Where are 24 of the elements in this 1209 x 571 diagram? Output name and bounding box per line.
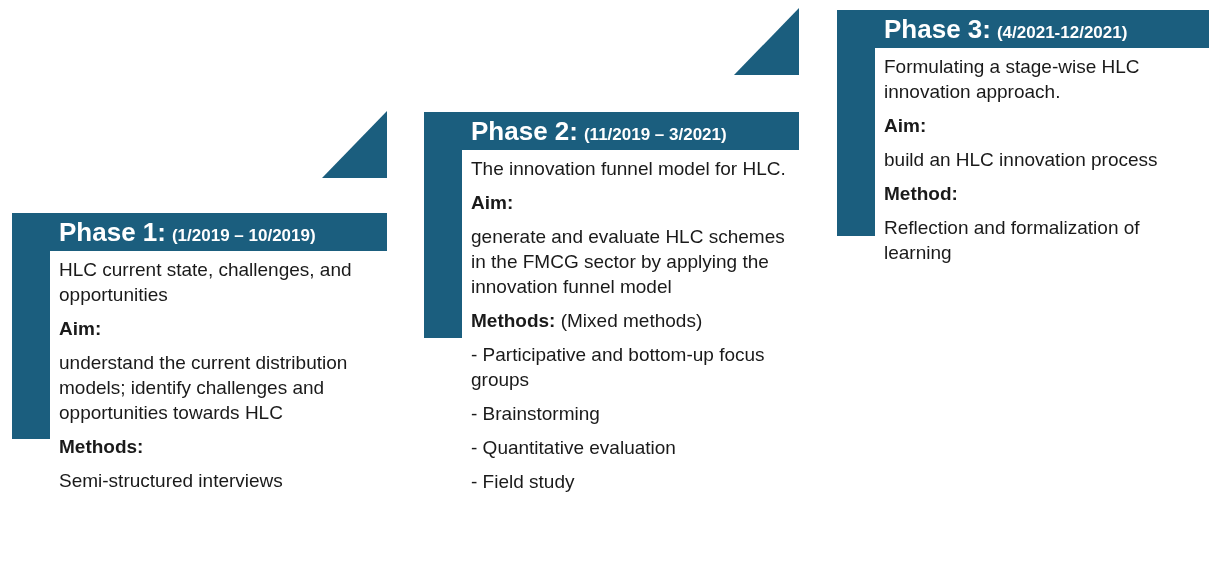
- section-text: Reflection and formalization of learning: [884, 216, 1141, 265]
- phase-dates: (4/2021-12/2021): [996, 22, 1128, 44]
- description-text: The innovation funnel model for HLC.: [471, 157, 787, 181]
- section-text: build an HLC innovation process: [884, 148, 1159, 172]
- phase-title: Phase 3:: [884, 13, 991, 46]
- section-text: generate and evaluate HLC schemes in the FMCG sector by applying the innovation funnel model: [471, 225, 786, 299]
- list-item: - Quantitative evaluation: [471, 436, 677, 460]
- section-heading: Methods: (Mixed methods): [471, 309, 704, 333]
- description-text: Formulating a stage-wise HLC innovation approach.: [884, 55, 1141, 104]
- section-heading: Aim:: [884, 114, 928, 138]
- phase-title: Phase 1:: [59, 216, 166, 249]
- section-text: understand the current distribution models; identify challenges and opportunities towards HLC: [59, 351, 349, 425]
- section-heading: Aim:: [471, 191, 515, 215]
- description-text: HLC current state, challenges, and opportunities: [59, 258, 353, 307]
- section-heading: Methods:: [59, 435, 145, 459]
- section-heading: Method:: [884, 182, 959, 206]
- phase-dates: (11/2019 – 3/2021): [583, 124, 727, 146]
- list-item: - Participative and bottom-up focus groups: [471, 343, 766, 392]
- section-text: Semi-structured interviews: [59, 469, 284, 493]
- phase-title: Phase 2:: [471, 115, 578, 148]
- list-item: - Field study: [471, 470, 576, 494]
- phase-dates: (1/2019 – 10/2019): [171, 225, 316, 247]
- section-heading: Aim:: [59, 317, 103, 341]
- list-item: - Brainstorming: [471, 402, 601, 426]
